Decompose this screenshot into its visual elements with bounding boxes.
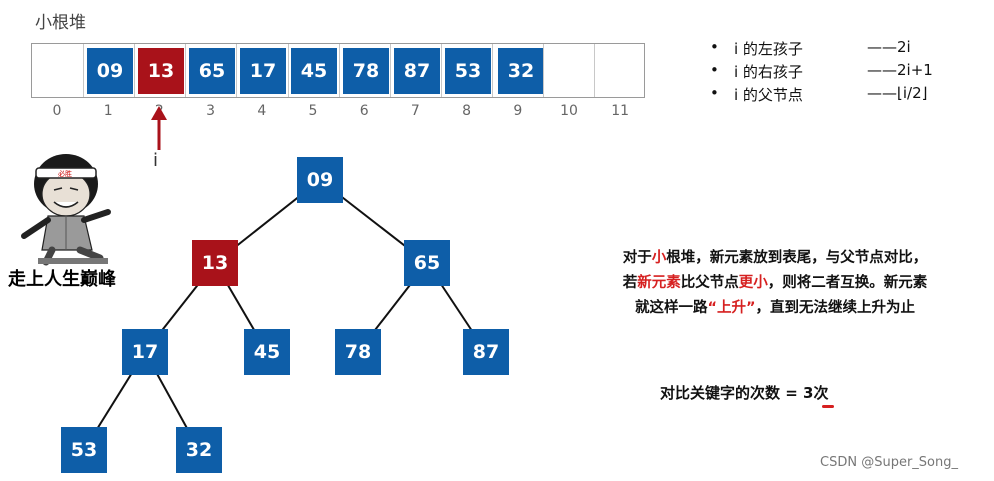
- array-index-label: 9: [513, 103, 523, 119]
- legend-term: i 的左孩子: [734, 40, 803, 58]
- legend-value: 2i+1: [897, 61, 933, 79]
- array-index-label: 0: [52, 103, 62, 119]
- array-cell-divider: [134, 44, 136, 97]
- pointer-label: i: [153, 150, 159, 171]
- array-cell-divider: [543, 44, 544, 97]
- insert-description: 对于小根堆，新元素放到表尾，与父节点对比， 若新元素比父节点更小，则将二者互换。…: [575, 246, 975, 321]
- tree-node-1: 13: [192, 240, 238, 286]
- tree-node-5: 78: [335, 329, 381, 375]
- desc-line-3: 就这样一路“上升”，直到无法继续上升为止: [634, 300, 916, 316]
- array-cell-7: 87: [394, 48, 440, 94]
- array-index-label: 1: [103, 103, 113, 119]
- array-cell-divider: [594, 44, 596, 97]
- tree-node-0: 09: [297, 157, 343, 203]
- tree-node-3: 17: [122, 329, 168, 375]
- legend-dash: ——: [867, 84, 897, 102]
- array-cell-9: 32: [498, 48, 544, 94]
- array-cell-divider: [389, 44, 391, 97]
- array-cell-divider: [440, 44, 442, 97]
- array-cell-divider: [287, 44, 289, 97]
- legend-term: i 的右孩子: [734, 63, 803, 81]
- array-cell-3: 65: [189, 48, 235, 94]
- array-index-label: 7: [410, 103, 420, 119]
- array-index-label: 3: [206, 103, 216, 119]
- array-index-label: 11: [611, 103, 630, 119]
- array-index-label: 5: [308, 103, 318, 119]
- meme-figure-icon: 必胜: [21, 154, 111, 266]
- array-index-label: 6: [359, 103, 369, 119]
- meme-caption: 走上人生巅峰: [8, 269, 116, 290]
- legend-dash: ——: [867, 38, 897, 56]
- array-cell-6: 78: [343, 48, 389, 94]
- array-cell-1: 09: [87, 48, 133, 94]
- count-underline: [822, 405, 834, 408]
- array-cell-2: 13: [138, 48, 184, 94]
- desc-line-2: 若新元素比父节点更小，则将二者互换。新元素: [622, 275, 928, 291]
- pointer-arrow-icon: [151, 106, 167, 150]
- array-cell-4: 17: [240, 48, 286, 94]
- array-index-label: 4: [257, 103, 267, 119]
- array-cell-divider: [491, 44, 493, 97]
- tree-node-6: 87: [463, 329, 509, 375]
- headband-text: 必胜: [58, 169, 72, 178]
- array-cell-5: 45: [291, 48, 337, 94]
- page-title: 小根堆: [35, 13, 86, 33]
- array-index-label: 10: [560, 103, 578, 119]
- array-cell-divider: [236, 44, 238, 97]
- watermark: CSDN @Super_Song_: [820, 455, 958, 470]
- tree-node-8: 32: [176, 427, 222, 473]
- array-cell-divider: [83, 44, 85, 97]
- legend-value: ⌊i/2⌋: [897, 84, 928, 102]
- legend-value: 2i: [897, 38, 911, 56]
- legend-dash: ——: [867, 61, 897, 79]
- tree-node-7: 53: [61, 427, 107, 473]
- tree-node-2: 65: [404, 240, 450, 286]
- legend-term: i 的父节点: [734, 86, 803, 104]
- array-index-label: 8: [462, 103, 472, 119]
- bullet-icon: •: [710, 84, 719, 102]
- bullet-icon: •: [710, 38, 719, 56]
- array-cell-8: 53: [445, 48, 491, 94]
- array-cell-divider: [338, 44, 340, 97]
- bullet-icon: •: [710, 61, 719, 79]
- comparison-count: 对比关键字的次数 = 3次: [660, 384, 829, 402]
- desc-line-1: 对于小根堆，新元素放到表尾，与父节点对比，: [622, 250, 928, 266]
- array-cell-divider: [185, 44, 187, 97]
- tree-node-4: 45: [244, 329, 290, 375]
